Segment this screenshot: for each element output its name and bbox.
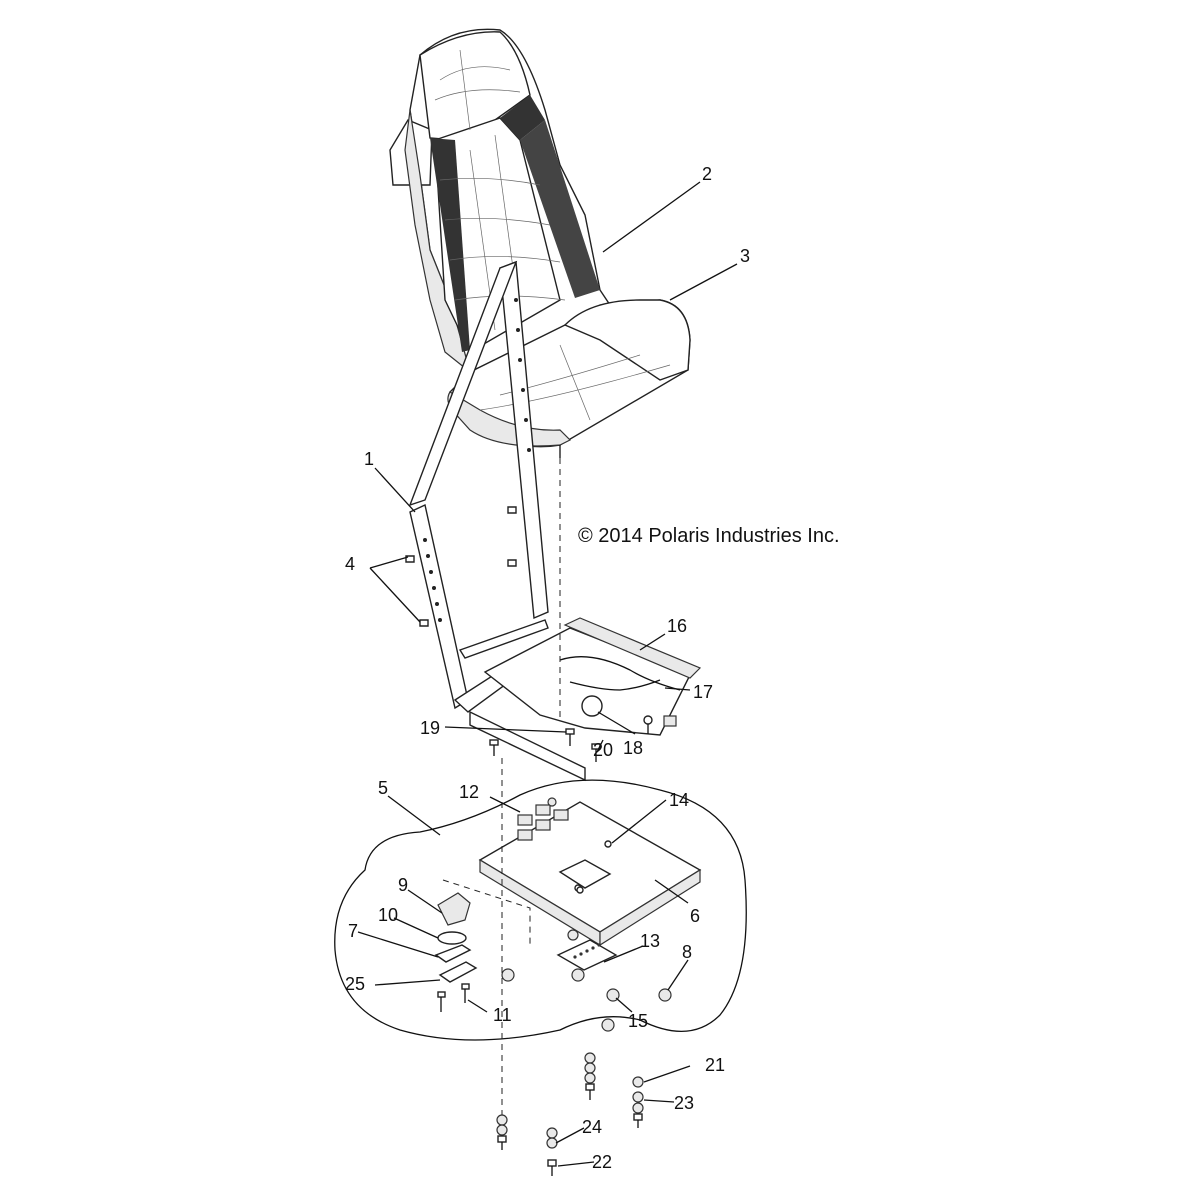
callout-15: 15 [628, 1011, 648, 1031]
slider-bolt-head [643, 715, 653, 725]
frame-top-bar [408, 260, 518, 507]
bolt-left-frame [489, 739, 499, 756]
latch-9 [437, 892, 471, 926]
plate-13 [556, 939, 618, 971]
release-cable [569, 679, 661, 691]
slider-bracket [483, 617, 702, 736]
frame-cross-tube [458, 619, 549, 659]
callout-4: 4 [345, 554, 355, 574]
nut-8 [658, 988, 672, 1002]
callout-21: 21 [705, 1055, 725, 1075]
nut-12 [547, 797, 557, 807]
release-lever [559, 656, 681, 691]
leader-lines [357, 181, 738, 1167]
trim-left [430, 138, 470, 352]
callout-24: 24 [582, 1117, 602, 1137]
callout-17: 17 [693, 682, 713, 702]
nut-a [501, 968, 515, 982]
plate-25 [438, 961, 478, 983]
callout-25: 25 [345, 974, 365, 994]
bolt-frame-d [507, 506, 517, 514]
copyright-notice: © 2014 Polaris Industries Inc. [578, 525, 840, 547]
base-pan-boss [558, 859, 612, 889]
base-pan-pockets [517, 804, 569, 841]
bolt-4b [419, 619, 429, 627]
bolt-25-screw [437, 991, 446, 1012]
seat-assembly [389, 28, 691, 458]
callout-11: 11 [493, 1005, 512, 1025]
stack-right [632, 1076, 644, 1128]
seat-cushion-bolster [563, 299, 691, 381]
slider-rail [563, 617, 702, 679]
trim-top [500, 95, 545, 140]
base-pan-fastener [576, 886, 584, 894]
hardware-stacks [496, 1052, 644, 1176]
alignment-lines [442, 458, 561, 1115]
frame-bolts [405, 506, 601, 762]
nut-d [567, 929, 579, 941]
base-outline [334, 779, 747, 1041]
trim-right [520, 120, 600, 298]
slider-clip [663, 715, 677, 727]
callout-labels: 1 2 3 4 5 6 7 8 9 10 11 12 13 14 15 16 1… [345, 164, 750, 1172]
callout-9: 9 [398, 875, 408, 895]
slider-pivot [581, 695, 603, 717]
seat-side-panel [404, 109, 472, 374]
bolt-19 [565, 728, 575, 746]
nut-b [571, 968, 585, 982]
bolt-11 [461, 983, 470, 1003]
callout-8: 8 [682, 942, 692, 962]
stack-left [496, 1114, 508, 1150]
seat-headrest [419, 31, 531, 141]
frame-holes [423, 298, 531, 622]
nut-c [601, 1018, 615, 1032]
seat-base-pan [478, 801, 702, 947]
callout-5: 5 [378, 778, 388, 798]
latch-assembly [434, 892, 478, 1012]
callout-18: 18 [623, 738, 643, 758]
slider-plate [483, 627, 691, 736]
callout-20: 20 [593, 740, 613, 760]
base-pan-fastener-14 [604, 840, 612, 848]
plate-13-holes [573, 943, 601, 959]
bolt-frame-c [507, 559, 517, 567]
callout-14: 14 [669, 790, 689, 810]
callout-16: 16 [667, 616, 687, 636]
base-nuts [501, 797, 672, 1032]
stack-bottom [546, 1127, 558, 1176]
callout-13: 13 [640, 931, 660, 951]
callout-6: 6 [690, 906, 700, 926]
callout-2: 2 [702, 164, 712, 184]
callout-12: 12 [459, 782, 479, 802]
frame-left-rail [409, 503, 469, 710]
callout-19: 19 [420, 718, 440, 738]
callout-3: 3 [740, 246, 750, 266]
callout-10: 10 [378, 905, 398, 925]
spring-10 [437, 931, 467, 945]
stack-center [584, 1052, 596, 1100]
callout-1: 1 [364, 449, 374, 469]
callout-22: 22 [592, 1152, 612, 1172]
base-pan-side [599, 868, 701, 947]
callout-23: 23 [674, 1093, 694, 1113]
plate-7 [434, 944, 472, 963]
callout-7: 7 [348, 921, 358, 941]
